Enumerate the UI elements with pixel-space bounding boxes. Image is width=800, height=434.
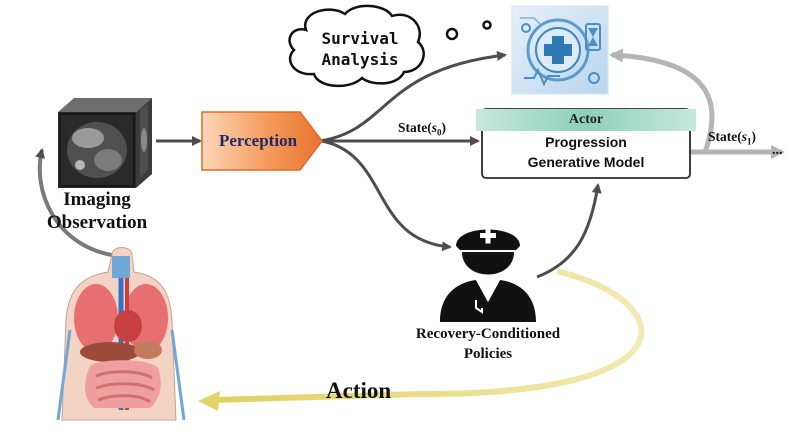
state0-var: s [431,120,438,135]
actor-line1: Progression [545,134,627,150]
actor-line2: Generative Model [527,154,645,170]
perception-to-policy-arrow [321,139,452,252]
state0-label: State(s0) [398,119,478,142]
survival-line2: Analysis [321,50,399,69]
state0-prefix: State( [398,120,432,135]
loop-back-arrow [609,48,715,153]
state1-sub: 1 [747,136,752,147]
state1-ellipsis: ... [772,143,783,158]
actor-box[interactable] [476,108,696,179]
action-label: Action [326,378,392,403]
state1-prefix: State( [708,129,742,144]
state0-sub: 0 [437,127,442,138]
imaging-line2: Observation [46,212,148,233]
perception-to-ai-arrow [319,50,507,143]
anatomy-torso-icon [56,247,186,421]
ai-medical-icon [511,5,609,95]
survival-analysis-label: Survival Analysis [300,28,420,70]
imaging-line1: Imaging [63,189,131,210]
doctor-icon [440,227,536,322]
actor-header-label: Actor [568,112,604,127]
policy-to-actor-arrow [536,183,602,279]
state1-label: State(s1) [708,128,798,151]
perception-label: Perception [218,131,298,150]
policies-label: Recovery-Conditioned Policies [380,324,596,364]
imaging-observation-label: Imaging Observation [22,188,172,234]
ct-volume-icon [58,98,152,188]
state0-suffix: ) [441,120,447,135]
survival-line1: Survival [321,29,399,48]
policies-line1: Recovery-Conditioned [415,326,561,342]
perception-box[interactable] [201,111,323,171]
state1-suffix: ) [751,129,757,144]
action-arrow [209,269,645,403]
thought-cloud-icon [288,4,492,87]
state1-var: s [741,129,748,144]
action-arrow-head [198,391,220,411]
policies-line2: Policies [463,346,513,362]
actor-model-label: Progression Generative Model [482,132,690,172]
observe-arrow [35,148,119,258]
